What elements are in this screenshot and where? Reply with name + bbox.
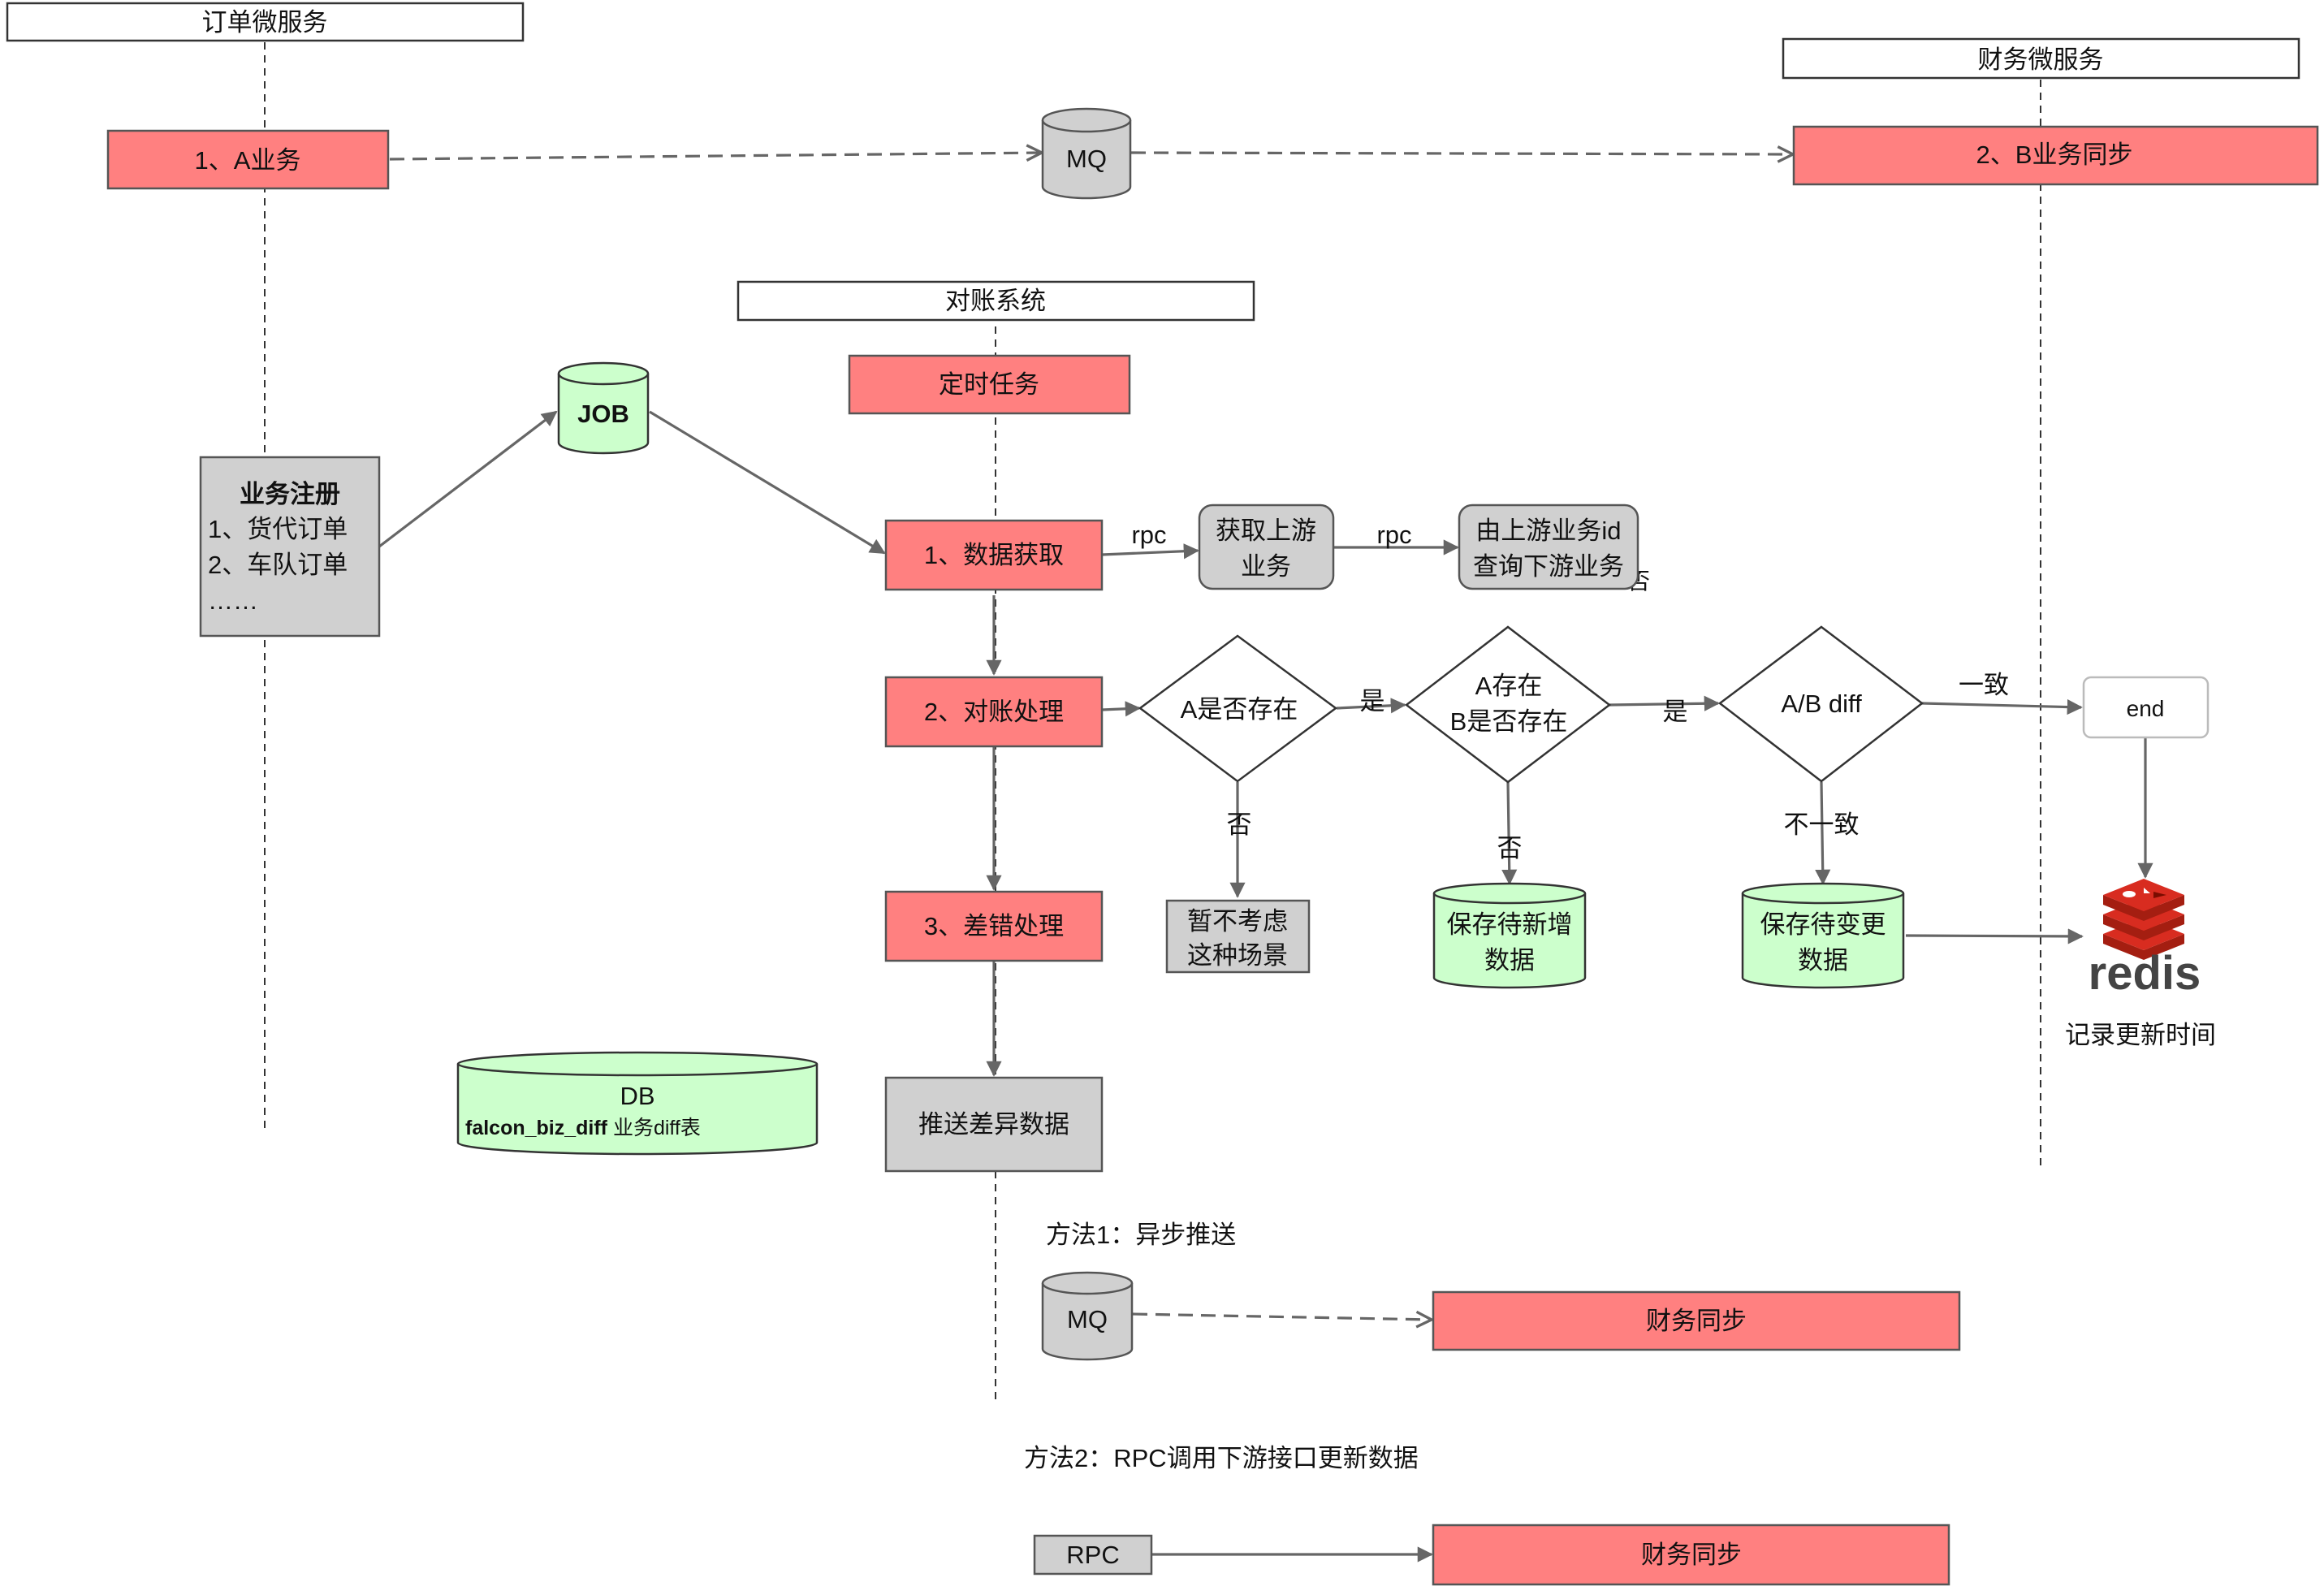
node-mq-bottom: MQ — [1041, 1271, 1134, 1361]
node-finance-sync-1: 财务同步 — [1432, 1290, 1961, 1351]
node-ab-diff: A/B diff — [1717, 625, 1924, 783]
lane-finance-service: 财务微服务 — [1782, 37, 2300, 80]
method-1-caption: 方法1：异步推送 — [1046, 1221, 1236, 1249]
lane-order-service-label: 订单微服务 — [202, 8, 328, 37]
node-save-change: 保存待变更 数据 — [1741, 882, 1905, 989]
node-b-sync-label: 2、B业务同步 — [1976, 140, 2133, 169]
redis-stack-icon — [2103, 879, 2184, 960]
node-db: DB falcon_biz_diff 业务diff表 — [456, 1051, 819, 1156]
node-job-label: JOB — [577, 400, 629, 428]
edge-diff-inconsistent — [1815, 781, 1831, 885]
node-ab-exists: A存在 B是否存在 — [1404, 625, 1612, 784]
node-finance-sync-2: 财务同步 — [1432, 1524, 1950, 1586]
node-ab-exists-line-2: B是否存在 — [1450, 707, 1568, 736]
node-biz-register-item-3: …… — [208, 586, 258, 615]
node-a-exists-label: A是否存在 — [1181, 695, 1298, 724]
edge-label-no-2: 否 — [1497, 834, 1523, 862]
node-b-sync: 2、B业务同步 — [1792, 125, 2319, 186]
node-fetch-data-label: 1、数据获取 — [924, 541, 1064, 569]
node-save-change-line-1: 保存待变更 — [1760, 910, 1886, 939]
node-query-downstream-line-2: 查询下游业务 — [1473, 552, 1624, 581]
lane-reconcile-system-label: 对账系统 — [945, 287, 1046, 315]
redis-caption: 记录更新时间 — [2065, 1021, 2216, 1049]
edge-ab-exists-yes — [1609, 695, 1720, 711]
edge-mq-to-b-sync — [1130, 153, 1793, 154]
node-save-new-line-2: 数据 — [1484, 946, 1535, 975]
node-rpc-label: RPC — [1066, 1541, 1119, 1569]
node-biz-register: 业务注册 1、货代订单 2、车队订单 …… — [199, 456, 381, 638]
edge-a-business-to-mq — [389, 153, 1042, 159]
node-db-title: DB — [620, 1082, 654, 1110]
lane-reconcile-system: 对账系统 — [737, 280, 1255, 322]
edge-label-yes-1: 是 — [1360, 687, 1385, 715]
edge-label-rpc-1: rpc — [1131, 521, 1166, 549]
node-save-change-line-2: 数据 — [1798, 946, 1848, 975]
lane-finance-service-label: 财务微服务 — [1978, 45, 2104, 74]
redis-logo-wordmark: redis — [2089, 947, 2201, 1000]
node-mq-top: MQ — [1041, 107, 1132, 200]
edge-ab-exists-no — [1501, 781, 1518, 885]
edge-reconcile-to-a-exists — [1101, 701, 1141, 717]
method-2-caption: 方法2：RPC调用下游接口更新数据 — [1024, 1444, 1419, 1472]
edge-label-rpc-2: rpc — [1376, 521, 1411, 549]
edge-fetch-to-upstream — [1101, 543, 1199, 560]
node-query-downstream-line-1: 由上游业务id — [1475, 517, 1621, 545]
node-a-business-label: 1、A业务 — [195, 146, 301, 175]
node-not-considered: 暂不考虑 这种场景 — [1165, 899, 1311, 974]
node-a-exists: A是否存在 — [1138, 634, 1338, 783]
redis-logo: redis — [2089, 879, 2201, 1000]
node-error-handling-label: 3、差错处理 — [924, 912, 1064, 940]
node-query-downstream: 由上游业务id 查询下游业务 — [1458, 504, 1639, 590]
edge-register-to-job — [378, 410, 558, 548]
node-db-table-name: falcon_biz_diff — [465, 1117, 608, 1139]
node-push-diff: 推送差异数据 — [884, 1076, 1104, 1173]
node-fetch-data: 1、数据获取 — [884, 519, 1104, 591]
edge-a-exists-yes — [1336, 698, 1406, 714]
node-end: end — [2082, 676, 2210, 739]
node-finance-sync-1-label: 财务同步 — [1646, 1307, 1747, 1335]
node-get-upstream-line-2: 业务 — [1241, 552, 1291, 581]
node-push-diff-label: 推送差异数据 — [918, 1110, 1069, 1139]
node-not-considered-line-1: 暂不考虑 — [1187, 907, 1288, 936]
edge-label-consistent: 一致 — [1959, 671, 2009, 699]
edge-job-to-fetch — [649, 410, 886, 555]
edge-mq-to-finance-sync — [1132, 1314, 1432, 1320]
node-end-label: end — [2127, 696, 2165, 721]
edge-diff-consistent — [1921, 698, 2083, 715]
node-job: JOB — [557, 361, 650, 455]
node-save-new-line-1: 保存待新增 — [1447, 910, 1573, 939]
node-biz-register-title: 业务注册 — [240, 480, 340, 508]
edge-label-no-1: 否 — [1227, 810, 1252, 839]
node-db-table-desc: 业务diff表 — [607, 1117, 701, 1139]
lane-order-service: 订单微服务 — [6, 2, 525, 42]
node-ab-exists-line-1: A存在 — [1475, 672, 1543, 700]
node-error-handling: 3、差错处理 — [884, 890, 1104, 962]
node-a-business: 1、A业务 — [106, 129, 390, 190]
node-biz-register-item-1: 1、货代订单 — [208, 515, 348, 543]
node-get-upstream: 获取上游 业务 — [1198, 504, 1335, 590]
edge-label-yes-2: 是 — [1663, 698, 1688, 726]
node-get-upstream-line-1: 获取上游 — [1216, 517, 1316, 545]
node-db-subtitle: falcon_biz_diff 业务diff表 — [465, 1117, 701, 1139]
node-reconcile-label: 2、对账处理 — [924, 698, 1064, 726]
node-finance-sync-2-label: 财务同步 — [1641, 1541, 1742, 1569]
node-not-considered-line-2: 这种场景 — [1187, 941, 1288, 970]
node-mq-bottom-label: MQ — [1067, 1305, 1108, 1333]
node-biz-register-item-2: 2、车队订单 — [208, 551, 348, 579]
node-scheduled-task: 定时任务 — [848, 354, 1131, 415]
node-ab-diff-label: A/B diff — [1781, 689, 1862, 718]
node-reconcile: 2、对账处理 — [884, 676, 1104, 748]
edge-label-inconsistent: 不一致 — [1784, 810, 1860, 839]
node-mq-top-label: MQ — [1066, 145, 1107, 173]
node-save-new: 保存待新增 数据 — [1432, 882, 1587, 989]
node-scheduled-task-label: 定时任务 — [939, 370, 1039, 399]
node-rpc: RPC — [1033, 1534, 1153, 1576]
